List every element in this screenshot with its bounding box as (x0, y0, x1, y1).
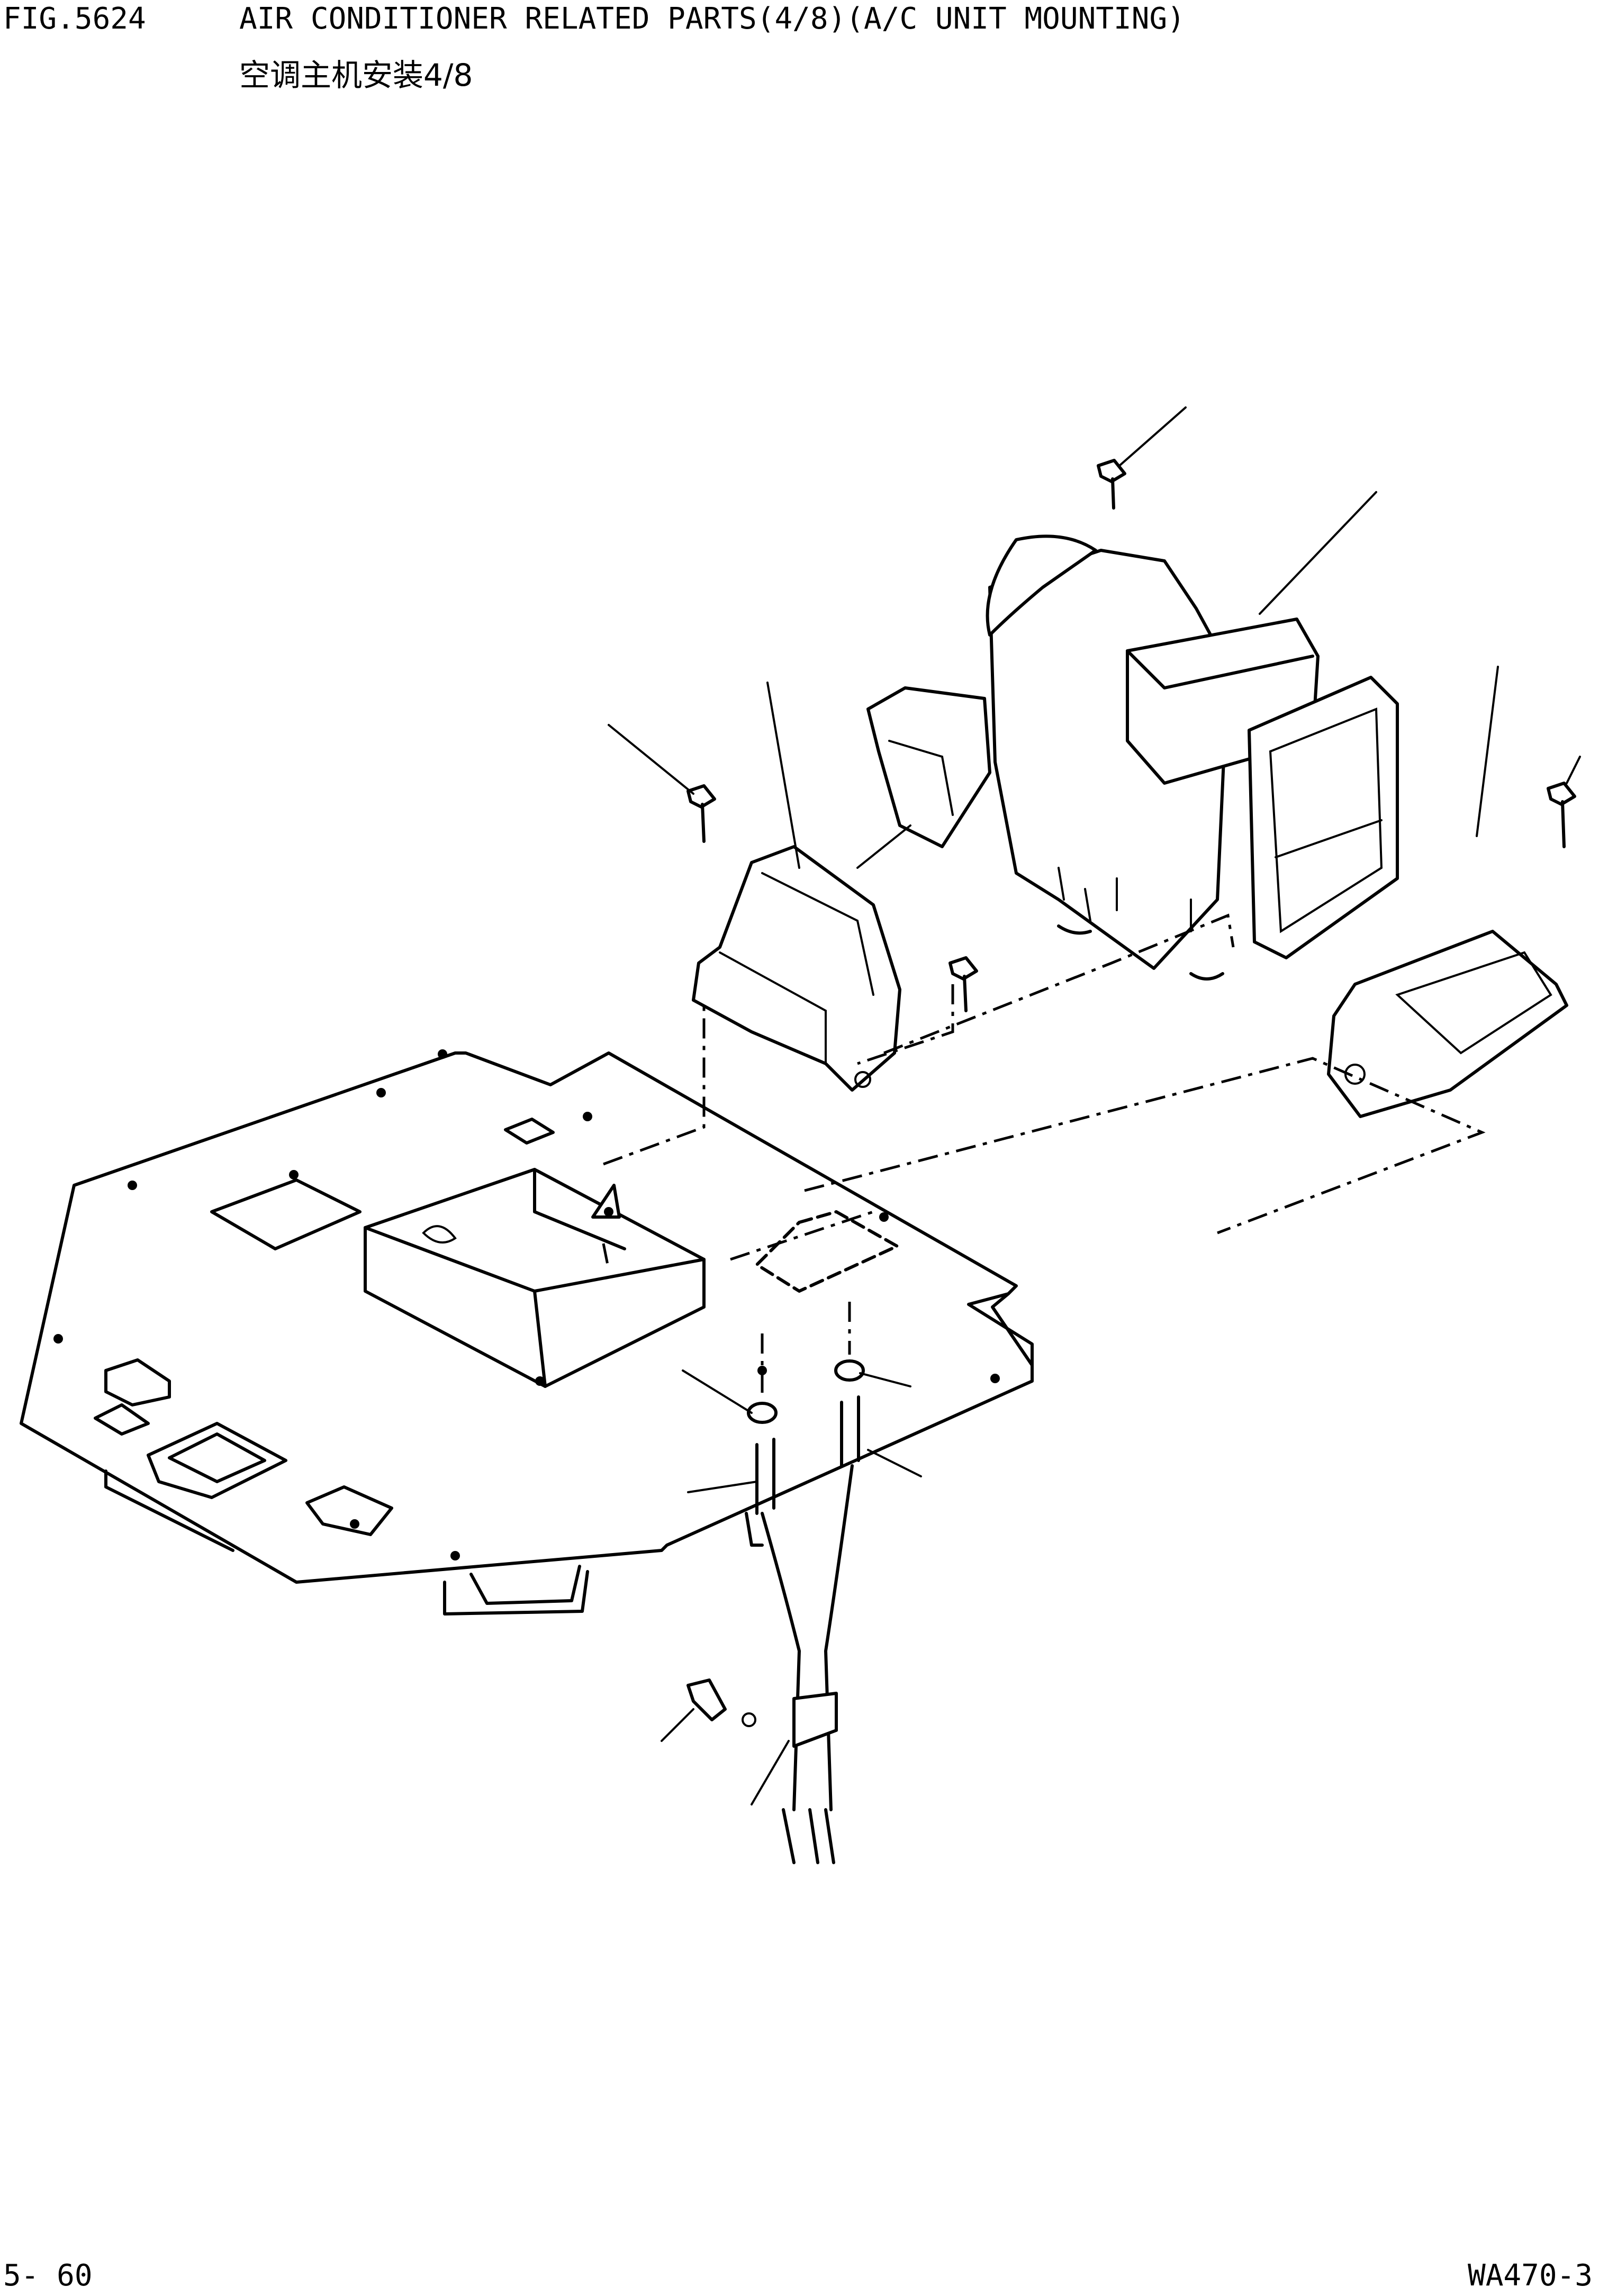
duct-box (364, 1168, 706, 1388)
floor-plate (20, 1051, 1034, 1616)
left-duct (692, 845, 901, 1092)
figure-number: FIG.5624 (3, 2, 146, 36)
model-number: WA470-3 (1467, 2258, 1593, 2293)
page-number: 5- 60 (3, 2258, 93, 2293)
plate-holes (53, 1049, 1000, 1560)
right-duct (1327, 930, 1568, 1118)
assembly-lines (602, 913, 1486, 1397)
leader-lines (608, 406, 1581, 1805)
bolts (686, 459, 1576, 1727)
drain-hoses (747, 1359, 865, 1864)
ac-unit (866, 534, 1399, 981)
figure-subtitle: 空调主机安装4/8 (239, 57, 473, 93)
figure-title: AIR CONDITIONER RELATED PARTS(4/8)(A/C U… (239, 2, 1185, 36)
